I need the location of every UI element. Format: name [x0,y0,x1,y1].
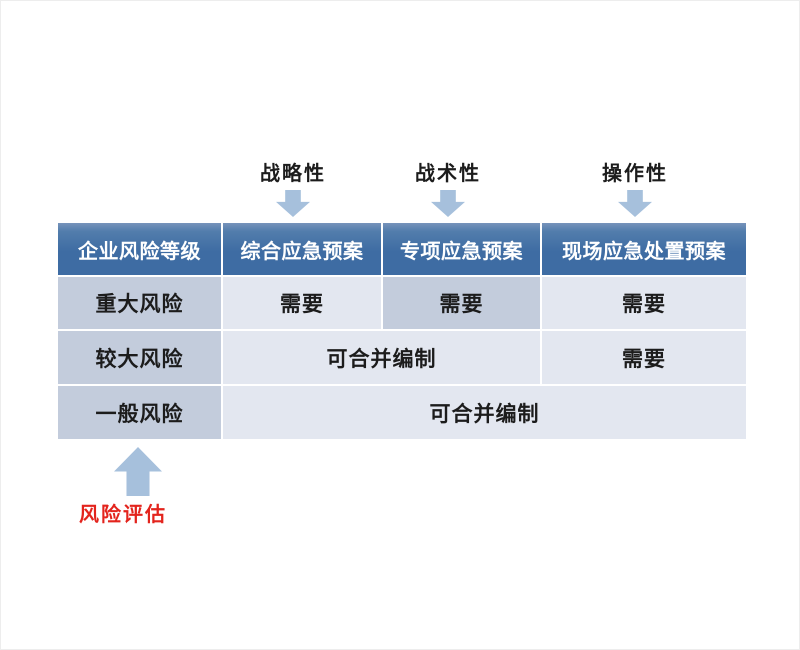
value-cell-r1-c1: 需要 [542,331,746,384]
down-arrow-icon [431,190,465,217]
operational-label: 操作性 [602,163,668,185]
annotation-operational: 操作性 [575,161,695,217]
row-label-1: 较大风险 [58,331,221,384]
risk-assessment-label: 风险评估 [79,504,167,526]
value-cell-r2-c0: 可合并编制 [223,386,746,439]
value-cell-r1-c0: 可合并编制 [223,331,540,384]
header-cell-2: 专项应急预案 [383,223,540,275]
annotation-tactical: 战术性 [388,161,508,217]
value-cell-r0-c1: 需要 [383,277,540,329]
strategic-label: 战略性 [260,163,326,185]
down-arrow-icon [618,190,652,217]
down-arrow-icon [276,190,310,217]
header-cell-1: 综合应急预案 [223,223,381,275]
header-cell-0: 企业风险等级 [58,223,221,275]
value-cell-r0-c2: 需要 [542,277,746,329]
row-label-2: 一般风险 [58,386,221,439]
tactical-label: 战术性 [415,163,481,185]
value-cell-r0-c0: 需要 [223,277,381,329]
risk-plan-table: 企业风险等级综合应急预案专项应急预案现场应急处置预案重大风险需要需要需要较大风险… [58,223,746,439]
header-cell-3: 现场应急处置预案 [542,223,746,275]
row-label-0: 重大风险 [58,277,221,329]
annotation-strategic: 战略性 [233,161,353,217]
up-arrow-icon [114,447,162,496]
